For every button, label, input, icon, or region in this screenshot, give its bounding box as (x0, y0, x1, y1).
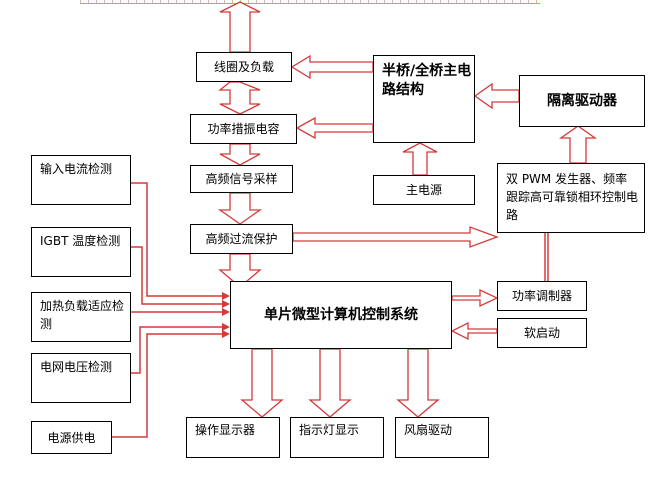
igbt-temp-label: IGBT 温度检测 (40, 234, 121, 248)
block-fan-drive: 风扇驱动 (395, 417, 489, 458)
op-display-label: 操作显示器 (195, 423, 256, 437)
block-main-power: 主电源 (373, 175, 475, 205)
arrow-coil-cap (218, 81, 261, 115)
hf-sampling-label: 高频信号采样 (205, 172, 278, 186)
block-coil-load: 线圈及负载 (196, 52, 292, 82)
arrow-mcu-ind (308, 348, 352, 418)
line-power-supply (112, 333, 224, 438)
block-input-current: 输入电流检测 (31, 155, 131, 205)
arrow-oc-mcu (218, 253, 262, 288)
block-soft-start: 软启动 (497, 318, 587, 348)
block-igbt-temp: IGBT 温度检测 (31, 227, 131, 277)
block-heat-load: 加热负载适应检测 (31, 292, 131, 342)
main-power-label: 主电源 (405, 183, 442, 197)
block-indicator-display: 指示灯显示 (290, 417, 384, 458)
isolation-drive-label: 隔离驱动器 (547, 92, 617, 109)
arrow-mcu-fan (396, 348, 440, 418)
power-regulator-label: 功率调制器 (511, 289, 572, 303)
block-power-factor-cap: 功率措振电容 (190, 114, 297, 144)
hf-overcurrent-label: 高频过流保护 (205, 232, 278, 246)
block-isolation-drive: 隔离驱动器 (519, 75, 645, 127)
block-power-supply: 电源供电 (31, 421, 112, 454)
arrow-bridge-cap (295, 116, 374, 140)
block-hf-sampling: 高频信号采样 (190, 165, 293, 193)
soft-start-label: 软启动 (523, 326, 560, 340)
block-dual-pwm: 双 PWM 发生器、频率跟踪高可靠锁相环控制电路 (497, 163, 645, 233)
arrow-pwm-iso (558, 125, 598, 164)
arrow-power-bridge (402, 142, 438, 176)
power-supply-label: 电源供电 (47, 430, 96, 445)
indicator-display-label: 指示灯显示 (299, 423, 360, 437)
arrow-mcu-op (240, 348, 284, 418)
fan-drive-label: 风扇驱动 (404, 423, 453, 437)
arrow-sample-oc (217, 192, 263, 225)
arrow-oc-pwm (292, 226, 499, 248)
arrow-mcu-reg (451, 288, 499, 308)
block-half-full-bridge: 半桥/全桥主电路结构 (373, 55, 475, 143)
input-current-label: 输入电流检测 (40, 162, 113, 176)
mcu-system-label: 单片微型计算机控制系统 (264, 306, 418, 323)
block-mcu-system: 单片微型计算机控制系统 (230, 281, 452, 349)
line-input-current (131, 182, 224, 297)
arrow-cap-sample (219, 143, 261, 166)
heat-load-label: 加热负载适应检测 (40, 299, 125, 331)
arrow-coil-up (219, 1, 261, 53)
top-ruler (80, 0, 540, 4)
dual-pwm-label: 双 PWM 发生器、频率跟踪高可靠锁相环控制电路 (506, 172, 639, 222)
power-factor-cap-label: 功率措振电容 (207, 122, 280, 136)
block-power-regulator: 功率调制器 (497, 281, 587, 311)
arrow-bridge-coil (290, 54, 374, 80)
coil-load-label: 线圈及负载 (213, 60, 274, 74)
line-igbt-temp (131, 246, 224, 305)
arrow-iso-bridge (473, 82, 520, 110)
block-op-display: 操作显示器 (186, 417, 280, 458)
block-hf-overcurrent: 高频过流保护 (190, 224, 293, 254)
grid-voltage-label: 电网电压检测 (40, 360, 113, 374)
arrow-soft-mcu (450, 321, 498, 341)
block-grid-voltage: 电网电压检测 (31, 353, 131, 403)
line-grid-voltage (131, 326, 224, 374)
half-full-bridge-label: 半桥/全桥主电路结构 (382, 63, 472, 98)
